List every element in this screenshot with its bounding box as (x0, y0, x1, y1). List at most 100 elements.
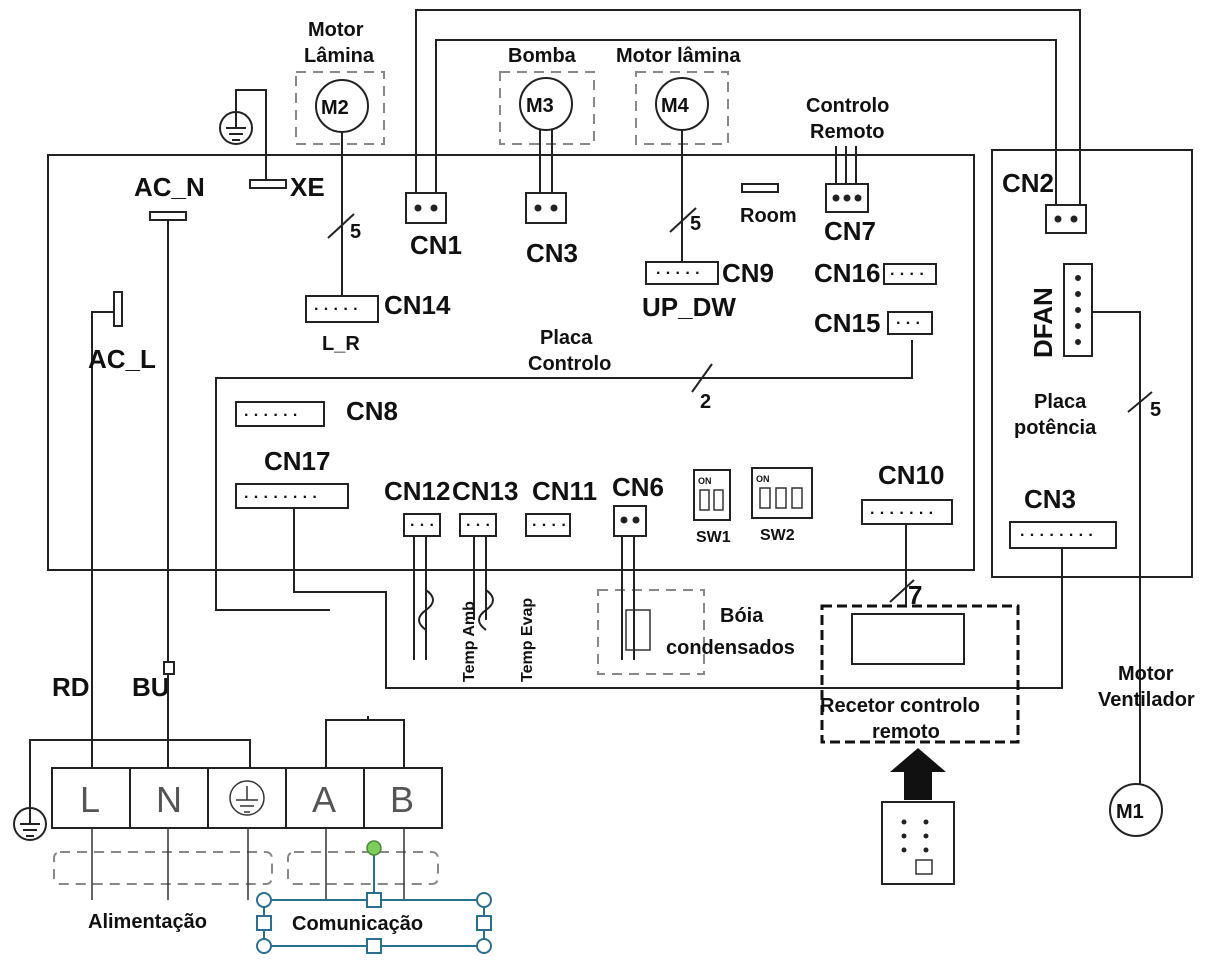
power-board-outline (991, 149, 1193, 578)
resize-handle[interactable] (476, 938, 492, 954)
bu-connector (163, 661, 175, 675)
cn13-label: CN13 (452, 476, 518, 506)
ac-n-label: AC_N (134, 172, 205, 202)
cn12-label: CN12 (384, 476, 450, 506)
recetor-frame (820, 604, 1020, 744)
remote-button-icon (901, 847, 907, 853)
cn12-pins: · · · (410, 517, 435, 534)
cn14-pins: · · · · · (314, 301, 358, 318)
resize-handle[interactable] (366, 892, 382, 908)
resize-handle[interactable] (256, 915, 272, 931)
motor-lamina-label-2: Lâmina (304, 45, 375, 67)
cn6-connector (613, 505, 647, 537)
cn3-top-connector (525, 192, 567, 224)
cn6-pin (632, 516, 640, 524)
temp-amb-wire (413, 536, 427, 660)
dfan-label: DFAN (1028, 287, 1058, 358)
seven-label: 7 (908, 580, 922, 610)
resize-handle[interactable] (256, 892, 272, 908)
comm-wire (325, 716, 405, 768)
terminal-drop-lines (91, 828, 405, 900)
cn9-connector (645, 261, 719, 285)
motor-m3-frame (499, 71, 595, 145)
terminal-l (51, 767, 131, 829)
cn2-label: CN2 (1002, 168, 1054, 198)
slash-5a (327, 213, 355, 239)
sw1-dip (699, 489, 710, 511)
bu-label: BU (132, 672, 170, 702)
cn10-connector (861, 499, 953, 525)
recetor-board (851, 613, 965, 665)
cn15-connector (887, 311, 933, 335)
remote-display-icon (915, 859, 933, 875)
terminal-ground-symbol (236, 786, 258, 813)
resize-handle[interactable] (366, 938, 382, 954)
dfan-pin (1075, 339, 1081, 345)
motor-m4-label: M4 (661, 95, 690, 117)
motor-m3-wire (539, 130, 553, 193)
rotation-handle[interactable] (366, 840, 382, 856)
remote-button-icon (901, 819, 907, 825)
cn2-pin (1070, 215, 1078, 223)
remote-button-icon (901, 833, 907, 839)
dfan-wire (1092, 311, 1141, 810)
dfan-pin (1075, 307, 1081, 313)
cn7-pin (832, 194, 840, 202)
sw2-label: SW2 (760, 527, 795, 544)
temp-evap-wire (473, 536, 487, 620)
dfan-pin (1075, 291, 1081, 297)
remote-button-icon (923, 833, 929, 839)
remote-control-icon (881, 801, 955, 885)
comunicacao-label[interactable]: Comunicação (292, 913, 423, 935)
slash-5c (1127, 391, 1153, 413)
sw2-dip (775, 487, 787, 509)
cn3-right-label: CN3 (1024, 484, 1076, 514)
cn13-pins: · · · (466, 517, 491, 534)
dfan-pin (1075, 275, 1081, 281)
cn3-top-label: CN3 (526, 238, 578, 268)
sw2-dip (759, 487, 771, 509)
placa-controlo-label-2: Controlo (528, 353, 611, 375)
cn12-connector (403, 513, 441, 537)
cn3-right-pins: · · · · · · · · (1020, 527, 1094, 544)
remote-button-icon (923, 847, 929, 853)
two-label: 2 (700, 391, 711, 413)
ac-l-wire (91, 311, 114, 740)
room-label: Room (740, 205, 797, 227)
alimentacao-label: Alimentação (88, 911, 207, 933)
cn6-label: CN6 (612, 472, 664, 502)
cn13-connector (459, 513, 497, 537)
resize-handle[interactable] (476, 892, 492, 908)
sw2-dip (791, 487, 803, 509)
terminal-b (363, 767, 443, 829)
cn17-pins: · · · · · · · · (244, 489, 318, 506)
l-r-label: L_R (322, 333, 360, 355)
cn9-label: CN9 (722, 258, 774, 288)
resize-handle[interactable] (476, 915, 492, 931)
ac-l-label: AC_L (88, 344, 156, 374)
sw2-on: ON (756, 474, 770, 484)
remote-arrow-icon (890, 748, 946, 800)
sw1-dip (713, 489, 724, 511)
cn1-pin (414, 204, 422, 212)
cn8-label: CN8 (346, 396, 398, 426)
motor-ventilador-label-1: Motor (1118, 663, 1174, 685)
placa-potencia-label-2: potência (1014, 417, 1097, 439)
boia-label-2: condensados (666, 637, 795, 659)
five-c: 5 (1150, 399, 1161, 421)
terminal-l-label: L (80, 779, 100, 820)
motor-m1-icon (1109, 783, 1163, 837)
resize-handle[interactable] (256, 938, 272, 954)
control-board-outline (47, 154, 975, 571)
cn16-connector (883, 263, 937, 285)
ac-l-connector (113, 291, 123, 327)
cn2-inner-wire (435, 39, 1057, 205)
sensor-loop-bottom (293, 508, 1063, 689)
dfan-pin (1075, 323, 1081, 329)
up-dw-label: UP_DW (642, 292, 736, 322)
terminal-b-label: B (390, 779, 414, 820)
boia-label-1: Bóia (720, 605, 764, 627)
cn17-label: CN17 (264, 446, 330, 476)
boia-frame (597, 589, 705, 675)
